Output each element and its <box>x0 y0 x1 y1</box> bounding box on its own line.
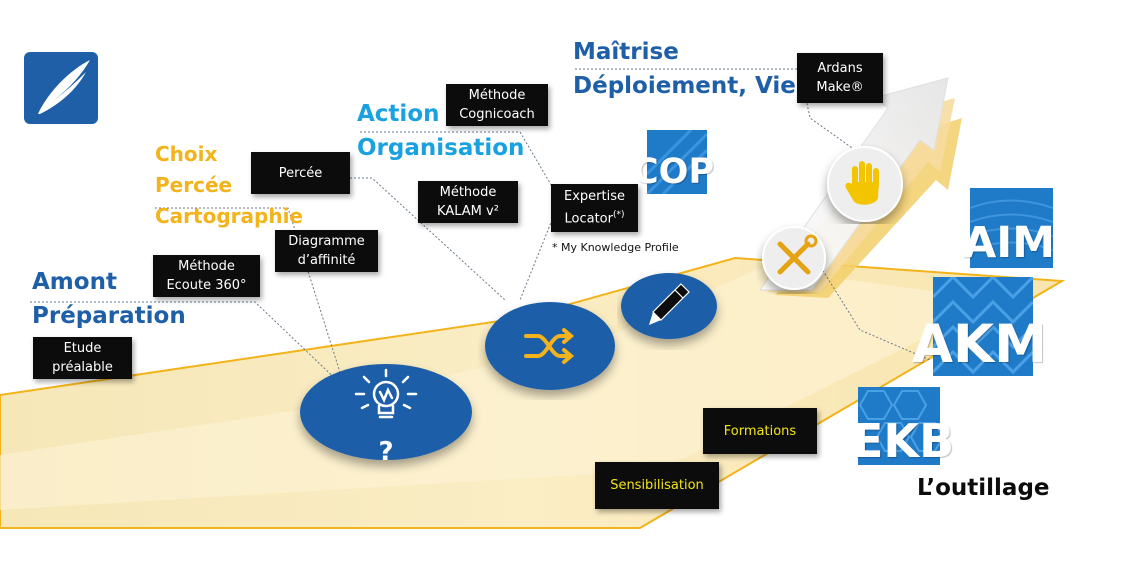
wrench-screwdriver-icon <box>777 234 818 275</box>
footnote: * My Knowledge Profile <box>552 241 679 254</box>
feather-icon <box>38 60 90 114</box>
bulb-question-mark: ? <box>378 437 393 467</box>
akm-label: AKM <box>912 314 1047 375</box>
expertise-line1: Expertise <box>564 189 625 205</box>
etude-box: Etude préalable <box>33 337 132 379</box>
phase-choix-line2: Percée <box>155 173 233 197</box>
expertise-box: Expertise Locator(*) <box>551 184 638 232</box>
ardans-line2: Make® <box>816 80 864 95</box>
etude-line2: préalable <box>52 360 113 375</box>
akm-pattern <box>933 277 1033 375</box>
diagramme-line1: Diagramme <box>288 234 365 249</box>
hand-icon <box>845 161 879 205</box>
shuffle-ellipse <box>485 302 615 390</box>
ardans-line1: Ardans <box>817 61 863 76</box>
hand-circle <box>827 146 903 222</box>
phase-choix: Choix Percée Cartographie <box>155 144 303 226</box>
phase-choix-line1: Choix <box>155 142 218 166</box>
ardans-box: Ardans Make® <box>797 53 883 103</box>
outillage-label: L’outillage <box>917 475 1050 501</box>
percee-line1: Percée <box>278 165 323 181</box>
etude-line1: Etude <box>63 341 102 356</box>
phase-amont-line2: Préparation <box>32 303 186 329</box>
cognicoach-box: Méthode Cognicoach <box>446 84 548 126</box>
expertise-footnote-marker: (*) <box>612 210 625 221</box>
phase-action-line1: Action <box>357 101 440 127</box>
pen-ellipse <box>621 273 717 339</box>
kalam-line2: KALAM v² <box>437 204 499 219</box>
phase-maitrise-line2: Déploiement, Vie <box>573 73 796 99</box>
phase-choix-line3: Cartographie <box>155 204 303 228</box>
sensibilisation-box: Sensibilisation <box>595 462 719 509</box>
phase-amont-line1: Amont <box>32 269 117 295</box>
ecoute-line2: Ecoute 360° <box>166 278 247 293</box>
cop-label: COP <box>633 152 715 192</box>
feather-logo <box>24 52 98 124</box>
phase-amont: Amont Préparation <box>32 271 186 328</box>
phase-action-line2: Organisation <box>357 135 525 161</box>
bulb-ellipse: ? <box>300 364 472 467</box>
ekb-pattern <box>858 390 940 452</box>
diagramme-box: Diagramme d’affinité <box>275 230 378 272</box>
cognicoach-line2: Cognicoach <box>459 107 535 122</box>
formations-box: Formations <box>703 408 817 454</box>
diagramme-line2: d’affinité <box>297 253 356 268</box>
aim-label: AIM <box>963 218 1056 268</box>
percee-box: Percée <box>251 152 350 194</box>
kalam-box: Méthode KALAM v² <box>418 181 518 223</box>
ecoute-box: Méthode Ecoute 360° <box>153 255 260 297</box>
aim-pattern <box>970 199 1053 251</box>
phase-maitrise: Maîtrise Déploiement, Vie <box>573 41 796 98</box>
akm-tile <box>933 277 1033 376</box>
sensibilisation-label: Sensibilisation <box>610 478 704 493</box>
expertise-line2: Locator(*) <box>564 210 625 227</box>
phase-maitrise-line1: Maîtrise <box>573 39 679 65</box>
ecoute-line1: Méthode <box>178 259 235 274</box>
cop-tile <box>647 130 707 194</box>
pen-icon <box>649 283 690 325</box>
aim-tile <box>970 188 1053 268</box>
lightbulb-icon <box>354 368 418 419</box>
kalam-line1: Méthode <box>439 185 497 200</box>
tools-circle <box>762 226 826 290</box>
cognicoach-line1: Méthode <box>468 88 526 103</box>
phase-action: Action Organisation <box>357 103 524 160</box>
formations-label: Formations <box>723 423 797 439</box>
ekb-tile <box>858 387 940 465</box>
ekb-label: EKB <box>852 414 955 468</box>
shuffle-icon <box>524 328 575 364</box>
cop-pattern <box>647 130 707 194</box>
